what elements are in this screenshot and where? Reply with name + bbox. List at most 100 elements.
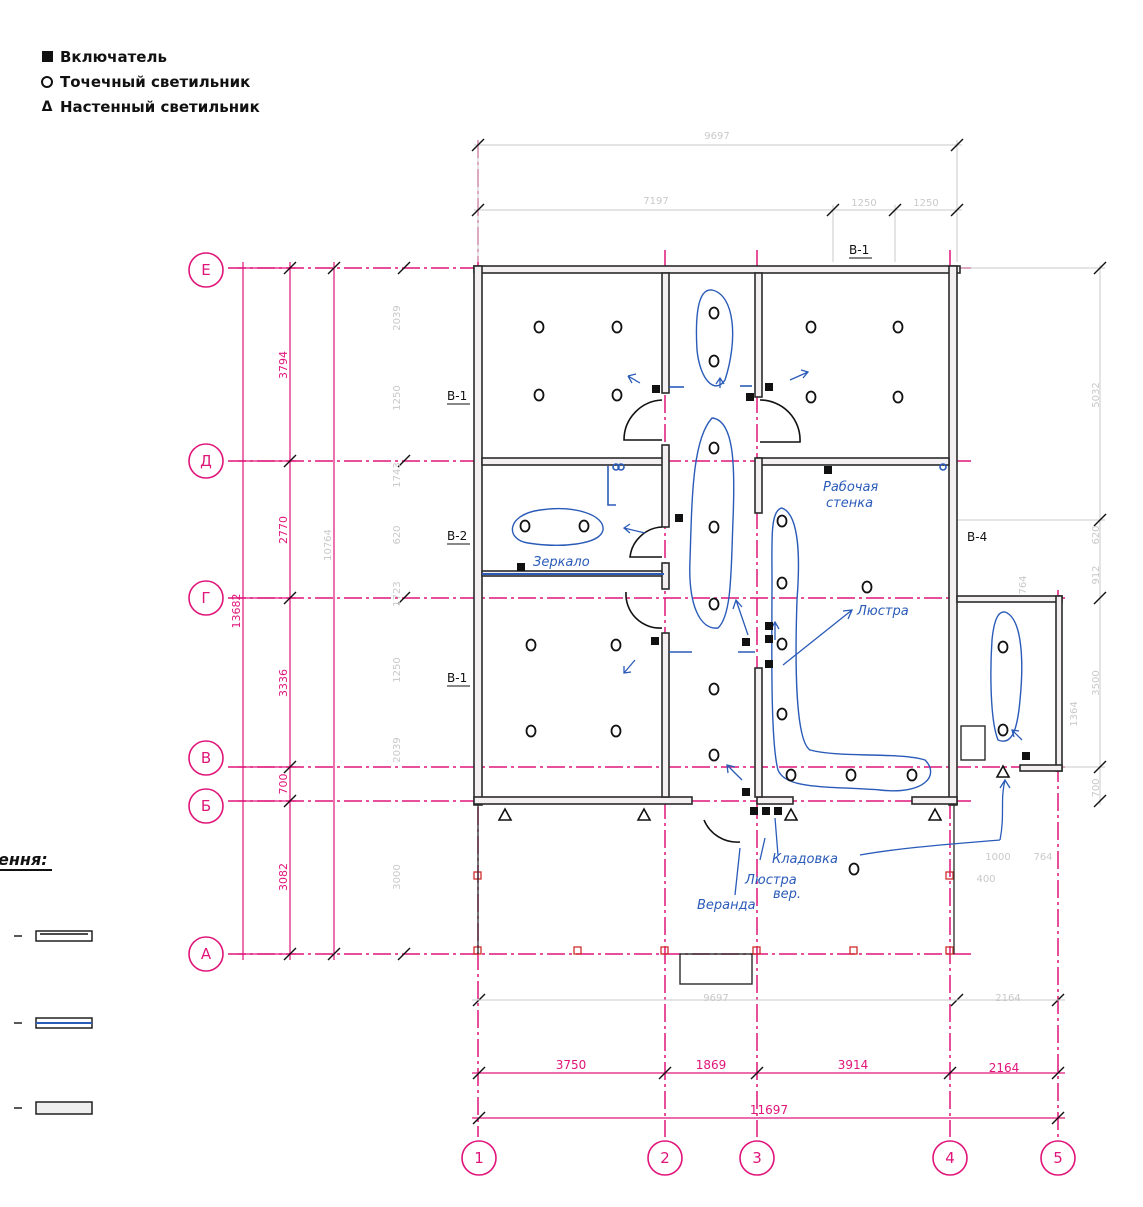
section-label: ення: xyxy=(0,850,52,871)
window-v1-left-top: В-1 xyxy=(447,389,467,403)
legend-item-wall: Δ Настенный светильник xyxy=(34,94,260,119)
door-right-top xyxy=(759,399,801,443)
wall-top xyxy=(473,265,961,274)
circle-icon xyxy=(776,576,788,590)
circle-icon xyxy=(611,388,623,402)
window-v1-top: В-1 xyxy=(849,243,869,257)
spot-lights xyxy=(519,306,1009,876)
bubble-5 xyxy=(1040,1140,1076,1176)
square-icon xyxy=(1022,752,1030,760)
dim-top-1250a: 1250 xyxy=(851,198,876,209)
dim-porch-400: 400 xyxy=(976,874,995,885)
triangle-icon xyxy=(497,807,513,821)
dim-inner-1743: 1743 xyxy=(392,462,403,487)
axis-label-e: Е xyxy=(201,261,210,279)
axis-bubble-labels: Е Д Г В Б А 1 2 3 4 5 xyxy=(200,261,1063,1167)
square-icon xyxy=(746,393,754,401)
square-icon xyxy=(765,635,773,643)
legend-item-switch: Включатель xyxy=(34,44,260,69)
circle-icon xyxy=(805,320,817,334)
note-rabochaya: Рабочая xyxy=(823,480,878,495)
axis-label-3: 3 xyxy=(752,1149,762,1167)
wall-col3-bottom xyxy=(754,667,763,798)
circle-icon xyxy=(776,707,788,721)
triangle-icon xyxy=(783,807,799,821)
circle-icon xyxy=(785,768,797,782)
circle-icon xyxy=(578,519,590,533)
window-underlines xyxy=(447,257,872,687)
group-bath xyxy=(511,508,604,546)
axis-label-g: Г xyxy=(201,589,210,607)
top-dim-ticks xyxy=(471,138,964,217)
dim-bottom-mid: 9697 xyxy=(703,993,728,1004)
right-dim-ticks xyxy=(1093,261,1107,808)
note-ver: вер. xyxy=(773,887,801,902)
square-icon xyxy=(742,638,750,646)
door-bath xyxy=(629,526,663,558)
triangle-icon: Δ xyxy=(41,98,53,115)
dim-right-1364: 1364 xyxy=(1069,701,1080,726)
left-inner-dims: 10764 2039 1250 1743 620 1723 1250 2039 … xyxy=(323,305,403,889)
bubble-2 xyxy=(647,1140,683,1176)
circle-icon xyxy=(610,638,622,652)
axis-label-2: 2 xyxy=(660,1149,670,1167)
legend: Включатель Точечный светильник Δ Настенн… xyxy=(34,44,260,119)
left-dim-ticks xyxy=(283,261,411,961)
dim-inner-3000: 3000 xyxy=(392,864,403,889)
left-dim-values: 3794 2770 3336 700 3082 13682 xyxy=(230,351,290,891)
bubble-3 xyxy=(739,1140,775,1176)
wall-col2-g xyxy=(661,562,670,590)
top-dim-values: 9697 7197 1250 1250 xyxy=(643,131,938,209)
bottom-dim-values: 3750 1869 3914 2164 11697 xyxy=(556,1058,1020,1117)
bubble-a xyxy=(188,936,224,972)
circle-icon xyxy=(997,723,1009,737)
circle-icon xyxy=(533,320,545,334)
dim-porch-764: 764 xyxy=(1033,852,1052,863)
door-left-bottom xyxy=(625,591,663,629)
dim-bottom-2164: 2164 xyxy=(989,1061,1020,1075)
dim-inner-2039b: 2039 xyxy=(392,737,403,762)
wall-type-legend xyxy=(14,930,93,1115)
circle-icon xyxy=(519,519,531,533)
dim-left-mid: 10764 xyxy=(323,529,334,561)
wall-d-left xyxy=(481,457,669,466)
handwritten-notes: Рабочая стенка Зеркало Люстра Кладовка Л… xyxy=(533,480,909,913)
dim-inner-2039a: 2039 xyxy=(392,305,403,330)
circle-icon xyxy=(708,306,720,320)
window-v1-left-bottom: В-1 xyxy=(447,671,467,685)
window-v2: В-2 xyxy=(447,529,467,543)
bubble-4 xyxy=(932,1140,968,1176)
square-icon xyxy=(742,788,750,796)
wall-annex-bottom xyxy=(1019,764,1063,772)
circle-icon xyxy=(708,441,720,455)
axis-label-5: 5 xyxy=(1053,1149,1063,1167)
door-entrance xyxy=(703,819,741,843)
wall-d-right xyxy=(756,457,950,466)
square-icon xyxy=(651,637,659,645)
wall-lights xyxy=(497,764,1011,821)
axis-label-b: Б xyxy=(201,797,211,815)
wall-col2-bottom xyxy=(661,632,670,798)
bubble-b xyxy=(188,788,224,824)
grid-axes xyxy=(228,140,1065,1137)
legend-label-switch: Включатель xyxy=(60,47,167,66)
veranda-lines xyxy=(477,805,955,954)
bubble-d xyxy=(188,443,224,479)
blue-arrows xyxy=(622,369,1023,896)
square-icon xyxy=(774,807,782,815)
circle-icon xyxy=(525,638,537,652)
circle-icon xyxy=(892,320,904,334)
bottom-dimensions xyxy=(472,1072,1065,1119)
triangle-icon xyxy=(636,807,652,821)
dim-right-5032: 5032 xyxy=(1091,382,1102,407)
wall-col3-mid xyxy=(754,457,763,514)
dim-right-912: 912 xyxy=(1091,565,1102,584)
light-groups xyxy=(511,289,1023,792)
dim-left-3794: 3794 xyxy=(277,351,290,379)
wall-col2-top xyxy=(661,272,670,394)
dim-top-7197: 7197 xyxy=(643,196,668,207)
circle-icon xyxy=(708,682,720,696)
square-icon xyxy=(517,563,525,571)
axis-bubbles xyxy=(188,252,1076,1176)
